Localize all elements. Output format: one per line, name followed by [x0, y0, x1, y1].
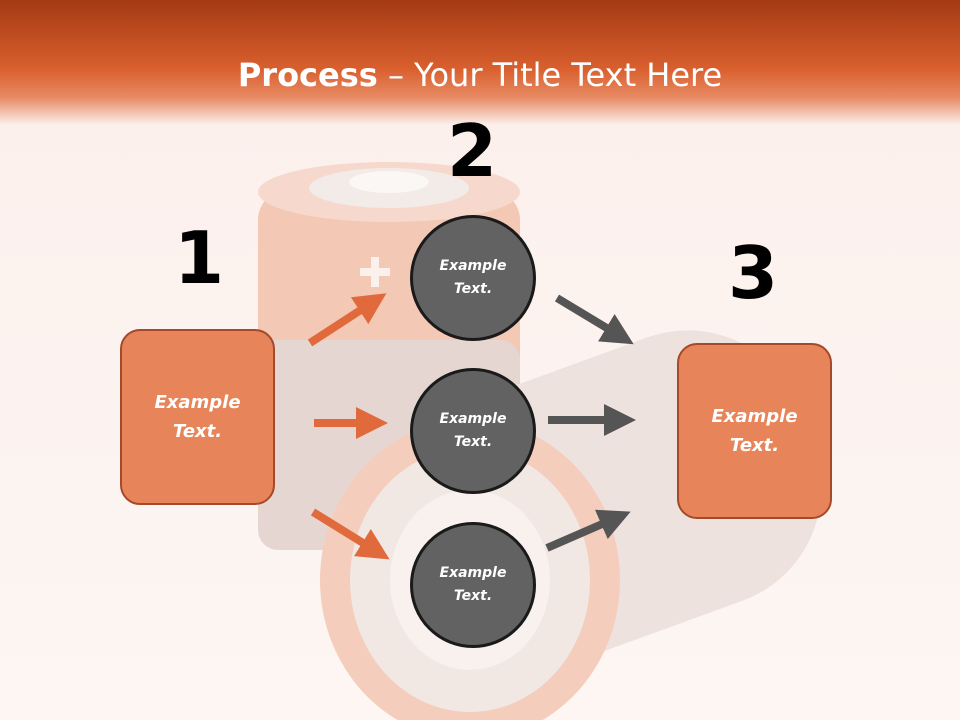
output-box-text: Example Text.	[711, 406, 798, 456]
output-box: Example Text.	[677, 343, 832, 519]
arrow-to-bottom-circle	[310, 508, 390, 560]
step-number-1: 1	[173, 216, 225, 300]
process-circle-middle: Example Text.	[410, 368, 536, 494]
input-box-text: Example Text.	[154, 392, 241, 442]
step-number-2: 2	[446, 109, 498, 193]
process-circle-top: Example Text.	[410, 215, 536, 341]
slide-title: Process – Your Title Text Here	[0, 55, 960, 95]
arrow-from-top-circle	[554, 294, 634, 345]
arrow-from-bottom-circle	[545, 509, 631, 552]
arrow-to-top-circle	[307, 293, 387, 347]
input-box: Example Text.	[120, 329, 275, 505]
title-rest-part: – Your Title Text Here	[377, 56, 723, 94]
title-bold-part: Process	[237, 56, 378, 94]
circle-top-text: Example Text.	[439, 258, 507, 297]
step-number-3: 3	[727, 231, 779, 315]
title-bar	[0, 0, 960, 125]
circle-bottom-text: Example Text.	[439, 565, 507, 604]
process-circle-bottom: Example Text.	[410, 522, 536, 648]
circle-middle-text: Example Text.	[439, 411, 507, 450]
